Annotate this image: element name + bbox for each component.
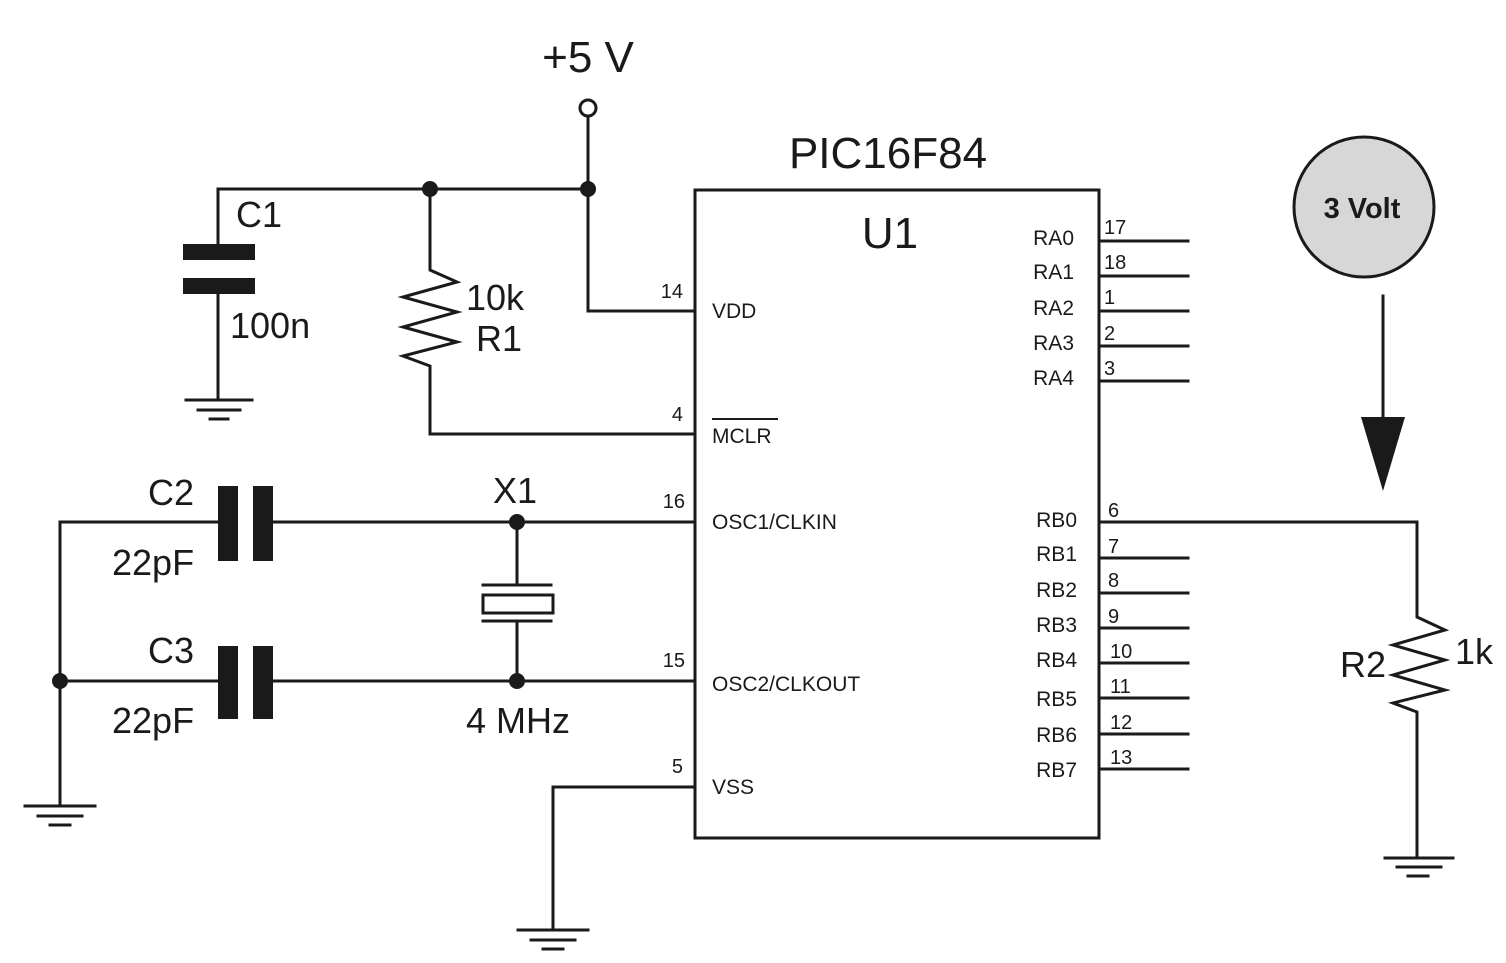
ic-pin-rb7: RB7 13 [1036, 747, 1190, 782]
source-circle [1292, 135, 1436, 279]
svg-text:RA4: RA4 [1033, 367, 1074, 390]
svg-text:13: 13 [1110, 747, 1132, 769]
ic-u1: PIC16F84 U1 VDD 14 MCLR 4 OSC1/CLKIN 16 … [661, 129, 1419, 840]
ground-symbol [23, 804, 97, 827]
svg-text:12: 12 [1110, 712, 1132, 734]
ic-pin-rb0: RB0 6 [1036, 500, 1419, 532]
svg-text:RA0: RA0 [1033, 227, 1074, 250]
c1-value: 100n [230, 305, 310, 346]
r1-value: 10k [466, 277, 525, 318]
ic-pin-mclr: MCLR 4 [672, 404, 778, 448]
junction-dot [580, 181, 596, 197]
svg-text:8: 8 [1108, 570, 1119, 592]
c3-value: 22pF [112, 700, 194, 741]
ic-pin-ra0: RA0 17 [1033, 217, 1190, 250]
svg-text:RA2: RA2 [1033, 297, 1074, 320]
top-rail [216, 181, 697, 313]
vss-ground [516, 785, 697, 951]
supply-label: +5 V [542, 33, 634, 82]
svg-text:RB0: RB0 [1036, 509, 1077, 532]
c3-ref: C3 [148, 630, 194, 671]
svg-text:1: 1 [1104, 287, 1115, 309]
arrow-down-icon [1361, 417, 1405, 491]
ic-pin-vss: VSS 5 [672, 756, 754, 799]
x1-value: 4 MHz [466, 700, 570, 741]
svg-text:RA1: RA1 [1033, 261, 1074, 284]
svg-text:4: 4 [672, 404, 683, 426]
svg-text:7: 7 [1108, 536, 1119, 558]
r1-ref: R1 [476, 318, 522, 359]
svg-text:RB7: RB7 [1036, 759, 1077, 782]
ic-pin-osc2: OSC2/CLKOUT 15 [663, 650, 861, 696]
svg-text:2: 2 [1104, 323, 1115, 345]
capacitor-c2: C2 22pF [112, 472, 273, 583]
svg-text:5: 5 [672, 756, 683, 778]
svg-text:RB6: RB6 [1036, 724, 1077, 747]
junction-dot [52, 673, 68, 689]
ic-pin-vdd: VDD 14 [661, 281, 757, 323]
svg-text:17: 17 [1104, 217, 1126, 239]
svg-text:RB5: RB5 [1036, 688, 1077, 711]
ic-pin-rb4: RB4 10 [1036, 641, 1190, 672]
svg-text:OSC2/CLKOUT: OSC2/CLKOUT [712, 673, 860, 696]
crystal-x1: X1 4 MHz [466, 470, 570, 741]
resistor-r1: 10k R1 [397, 187, 697, 436]
ground-symbol [1383, 856, 1455, 878]
ic-pin-osc1: OSC1/CLKIN 16 [663, 491, 837, 534]
ic-ref-label: U1 [862, 209, 918, 258]
svg-text:OSC1/CLKIN: OSC1/CLKIN [712, 511, 837, 534]
oscillator-network: C2 22pF C3 22pF X1 4 MHz [23, 470, 697, 827]
ic-pin-ra3: RA3 2 [1033, 323, 1190, 355]
svg-text:15: 15 [663, 650, 685, 672]
c2-ref: C2 [148, 472, 194, 513]
ground-symbol [184, 398, 254, 421]
svg-text:RB2: RB2 [1036, 579, 1077, 602]
svg-text:9: 9 [1108, 606, 1119, 628]
svg-text:RB1: RB1 [1036, 543, 1077, 566]
x1-ref: X1 [493, 470, 537, 511]
svg-text:RB4: RB4 [1036, 649, 1077, 672]
ic-pin-ra4: RA4 3 [1033, 358, 1190, 390]
voltage-source: 3 Volt [1292, 135, 1436, 491]
source-label: 3 Volt [1324, 193, 1401, 225]
ic-pin-rb2: RB2 8 [1036, 570, 1190, 602]
svg-text:VSS: VSS [712, 776, 754, 799]
svg-text:VDD: VDD [712, 300, 756, 323]
ic-pin-ra1: RA1 18 [1033, 252, 1190, 284]
svg-text:18: 18 [1104, 252, 1126, 274]
ic-pin-rb6: RB6 12 [1036, 712, 1190, 747]
svg-text:16: 16 [663, 491, 685, 513]
svg-text:11: 11 [1110, 676, 1131, 698]
c1-ref: C1 [236, 194, 282, 235]
r2-ref: R2 [1340, 644, 1386, 685]
svg-text:3: 3 [1104, 358, 1115, 380]
svg-text:6: 6 [1108, 500, 1119, 522]
supply-terminal [578, 98, 598, 118]
ic-pin-rb5: RB5 11 [1036, 676, 1190, 711]
ic-pin-rb1: RB1 7 [1036, 536, 1190, 566]
ic-part-label: PIC16F84 [789, 129, 987, 178]
svg-text:RB3: RB3 [1036, 614, 1077, 637]
ic-pin-rb3: RB3 9 [1036, 606, 1190, 637]
svg-text:14: 14 [661, 281, 683, 303]
capacitor-c1: C1 100n [183, 187, 310, 421]
resistor-r2: R2 1k [1340, 520, 1494, 878]
svg-text:RA3: RA3 [1033, 332, 1074, 355]
capacitor-c3: C3 22pF [112, 630, 273, 741]
r2-value: 1k [1455, 631, 1494, 672]
ground-symbol [516, 928, 590, 951]
svg-text:10: 10 [1110, 641, 1132, 663]
ic-pin-ra2: RA2 1 [1033, 287, 1190, 320]
c2-value: 22pF [112, 542, 194, 583]
ic-body [693, 188, 1101, 840]
supply-5v: +5 V [542, 33, 635, 313]
svg-text:MCLR: MCLR [712, 425, 772, 448]
